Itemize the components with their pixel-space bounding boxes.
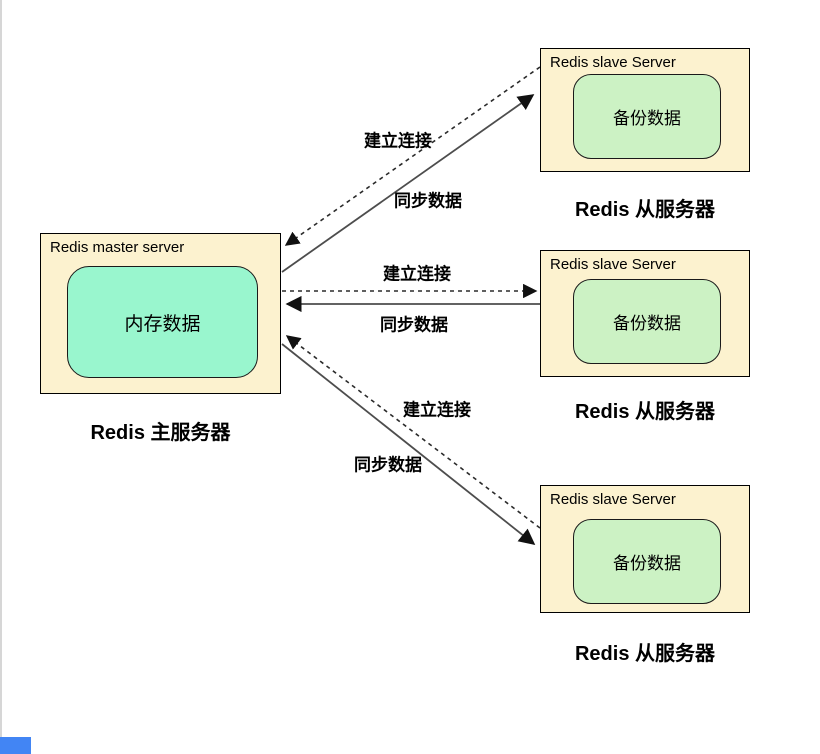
slave-2-backup-data-label: 备份数据 [613,314,681,333]
slave-2-backup-data-shape: 备份数据 [573,279,721,364]
slave-1-backup-data-label: 备份数据 [613,109,681,128]
master-memory-data-shape: 内存数据 [67,266,258,378]
edge-sync-bottom-arrow [281,343,536,546]
establish-connection-label-middle: 建立连接 [383,264,451,284]
slave-3-caption: Redis 从服务器 [574,643,716,665]
master-memory-data-label: 内存数据 [124,313,201,335]
sync-data-label-top: 同步数据 [394,191,462,211]
slave-server-node-3: Redis slave Server 备份数据 [540,485,750,613]
edge-sync-top-arrow [281,94,535,273]
establish-connection-label-top: 建立连接 [364,131,432,151]
establish-connection-label-bottom: 建立连接 [403,400,471,420]
slave-server-node-1: Redis slave Server 备份数据 [540,48,750,172]
edge-establish-bottom-arrow [285,335,541,529]
slave-3-title: Redis slave Server [550,491,676,508]
slave-2-title: Redis slave Server [550,256,676,273]
page-left-border [0,0,2,754]
master-caption: Redis 主服务器 [90,422,231,444]
master-node-title: Redis master server [50,239,185,256]
slave-1-caption: Redis 从服务器 [574,199,716,221]
slave-1-title: Redis slave Server [550,54,676,71]
sync-data-label-middle: 同步数据 [380,315,448,335]
slave-server-node-2: Redis slave Server 备份数据 [540,250,750,377]
sync-data-label-bottom: 同步数据 [354,455,422,475]
edge-establish-top-arrow [284,66,541,246]
blue-corner-fragment [0,737,31,754]
slave-3-backup-data-shape: 备份数据 [573,519,721,604]
slave-3-backup-data-label: 备份数据 [613,554,681,573]
slave-2-caption: Redis 从服务器 [574,401,716,423]
master-server-node: Redis master server 内存数据 [40,233,281,394]
slave-1-backup-data-shape: 备份数据 [573,74,721,159]
